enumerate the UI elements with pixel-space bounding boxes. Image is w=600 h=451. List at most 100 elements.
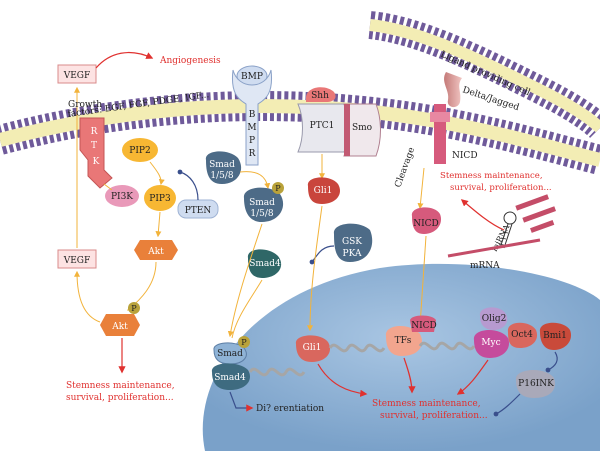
shh-ligand bbox=[306, 87, 336, 102]
p16ink-label: P16INK bbox=[518, 379, 554, 389]
pip2-label: PIP2 bbox=[129, 146, 150, 156]
olig2-node bbox=[479, 307, 508, 330]
arrow-smad-differentiation bbox=[229, 391, 254, 412]
smad158-phospho-node bbox=[243, 187, 284, 222]
arrow-pip2-pip3 bbox=[149, 161, 165, 186]
myc-node bbox=[473, 329, 510, 358]
arrow-pip3-akt bbox=[155, 211, 162, 238]
stemness-right-label-1: Stemness maintenance, bbox=[440, 171, 543, 181]
shh-label: Shh bbox=[311, 91, 329, 101]
smad158-phospho-label-1: Smad bbox=[249, 198, 275, 208]
gli1-cytoplasm-node bbox=[307, 177, 341, 204]
nicd-cytoplasm-node bbox=[411, 207, 442, 234]
arrow-bmpr-smad bbox=[239, 171, 271, 190]
ptc1-label: PTC1 bbox=[310, 121, 335, 131]
pi3k-node bbox=[105, 185, 139, 207]
smad158-cytoplasm-label-2: 1/5/8 bbox=[210, 171, 234, 181]
nicd-nucleus-node bbox=[410, 315, 436, 332]
smad-nuc-phospho-dot bbox=[238, 336, 250, 348]
p16ink-node bbox=[515, 369, 556, 398]
smad-nucleus-node bbox=[213, 342, 247, 365]
rtk-label-t: T bbox=[91, 141, 97, 151]
bmpr-label-m: M bbox=[247, 123, 256, 133]
vegf-lower-box bbox=[57, 249, 97, 269]
pip2-node bbox=[122, 138, 158, 162]
smad158-phospho-label-2: 1/5/8 bbox=[250, 209, 274, 219]
inhibit-bmi1-p16ink bbox=[545, 351, 558, 373]
akt-phospho-label: P bbox=[131, 304, 137, 313]
akt-lower-label: Akt bbox=[111, 322, 128, 332]
myc-label: Myc bbox=[481, 338, 500, 348]
pten-label: PTEN bbox=[185, 206, 212, 216]
mirna-hairpin bbox=[498, 211, 517, 249]
mrna-degraded-fragments bbox=[515, 194, 557, 233]
smad4-nucleus-node bbox=[211, 363, 250, 390]
akt-phospho-dot bbox=[128, 302, 140, 314]
growth-factors-label-1: Growth bbox=[68, 100, 102, 110]
pip3-label: PIP3 bbox=[149, 194, 171, 204]
gli1-nucleus-node bbox=[295, 335, 331, 362]
bmpr-label-p: P bbox=[249, 136, 255, 146]
smad-nucleus-label: Smad bbox=[217, 349, 243, 359]
inhibit-gsk-gli1 bbox=[309, 245, 335, 265]
smad158-cytoplasm-node bbox=[205, 151, 242, 184]
mrna-strand bbox=[447, 238, 541, 258]
arrow-myc-stemness bbox=[456, 359, 489, 395]
rtk-receptor bbox=[79, 117, 113, 189]
arrow-rtk-pi3k bbox=[103, 183, 113, 191]
smad4-cytoplasm-label: Smad4 bbox=[249, 259, 281, 269]
olig2-label: Olig2 bbox=[482, 314, 507, 324]
plasma-membrane bbox=[0, 91, 600, 175]
oct4-node bbox=[507, 322, 538, 348]
pka-label: PKA bbox=[343, 249, 362, 259]
tfs-label: TFs bbox=[395, 336, 412, 346]
bmi1-node bbox=[539, 322, 572, 350]
arrow-smad4-to-nucleus bbox=[231, 279, 263, 339]
arrow-cleavage bbox=[417, 167, 425, 210]
bmpr-label-b: B bbox=[249, 110, 256, 120]
nicd-cytoplasm-label: NICD bbox=[413, 219, 439, 229]
arrow-smad-to-nucleus bbox=[227, 223, 263, 338]
smad158-cytoplasm-label-1: Smad bbox=[209, 160, 235, 170]
inhibit-pten-pip3 bbox=[177, 169, 199, 201]
smad-nuc-phospho-label: P bbox=[241, 338, 247, 347]
mrna-label: mRNA bbox=[470, 261, 500, 271]
akt-lower-node bbox=[100, 314, 140, 336]
arrow-gli1-stemness bbox=[317, 363, 368, 397]
angiogenesis-label: Angiogenesis bbox=[159, 56, 221, 66]
smad-phospho-dot bbox=[272, 182, 284, 194]
nucleus bbox=[202, 263, 600, 451]
arrow-vegf-angiogenesis bbox=[95, 51, 154, 69]
vegf-lower-label: VEGF bbox=[63, 256, 91, 266]
inhibit-p16ink-stemness bbox=[493, 393, 521, 417]
notch-receptor-base bbox=[430, 112, 450, 122]
dna-gli1 bbox=[328, 343, 386, 353]
akt-upper-node bbox=[134, 240, 178, 260]
pi3k-label: PI3K bbox=[111, 192, 133, 202]
gli1-cytoplasm-label: Gli1 bbox=[314, 186, 333, 196]
oct4-label: Oct4 bbox=[511, 330, 533, 340]
ligand-cell-membrane bbox=[368, 11, 600, 139]
bmi1-label: Bmi1 bbox=[543, 331, 567, 341]
arrow-akt-lower-to-vegf bbox=[74, 270, 101, 323]
nicd-membrane-label: NICD bbox=[452, 151, 478, 161]
pip3-node bbox=[144, 185, 176, 211]
cleavage-label: Cleavage bbox=[393, 146, 417, 189]
stemness-left-label-1: Stemness maintenance, bbox=[66, 381, 175, 391]
vegf-top-box bbox=[57, 64, 97, 84]
stemness-nucleus-label-1: Stemness maintenance, bbox=[372, 399, 481, 409]
stemness-left-label-2: survival, proliferation... bbox=[66, 393, 174, 403]
arrow-tfs-stemness bbox=[403, 357, 416, 394]
gli1-nucleus-label: Gli1 bbox=[303, 343, 322, 353]
rtk-label-k: K bbox=[93, 157, 100, 167]
arrow-mirna-stemness bbox=[460, 199, 505, 231]
dna-smad bbox=[248, 367, 306, 377]
dna-tfs bbox=[418, 341, 476, 351]
arrow-gli1-to-nucleus bbox=[307, 205, 323, 332]
smo-stripe bbox=[344, 104, 350, 156]
smad4-cytoplasm-node bbox=[247, 249, 282, 278]
delta-jagged-ligand bbox=[444, 72, 462, 108]
stemness-right-label-2: survival, proliferation... bbox=[450, 183, 552, 193]
